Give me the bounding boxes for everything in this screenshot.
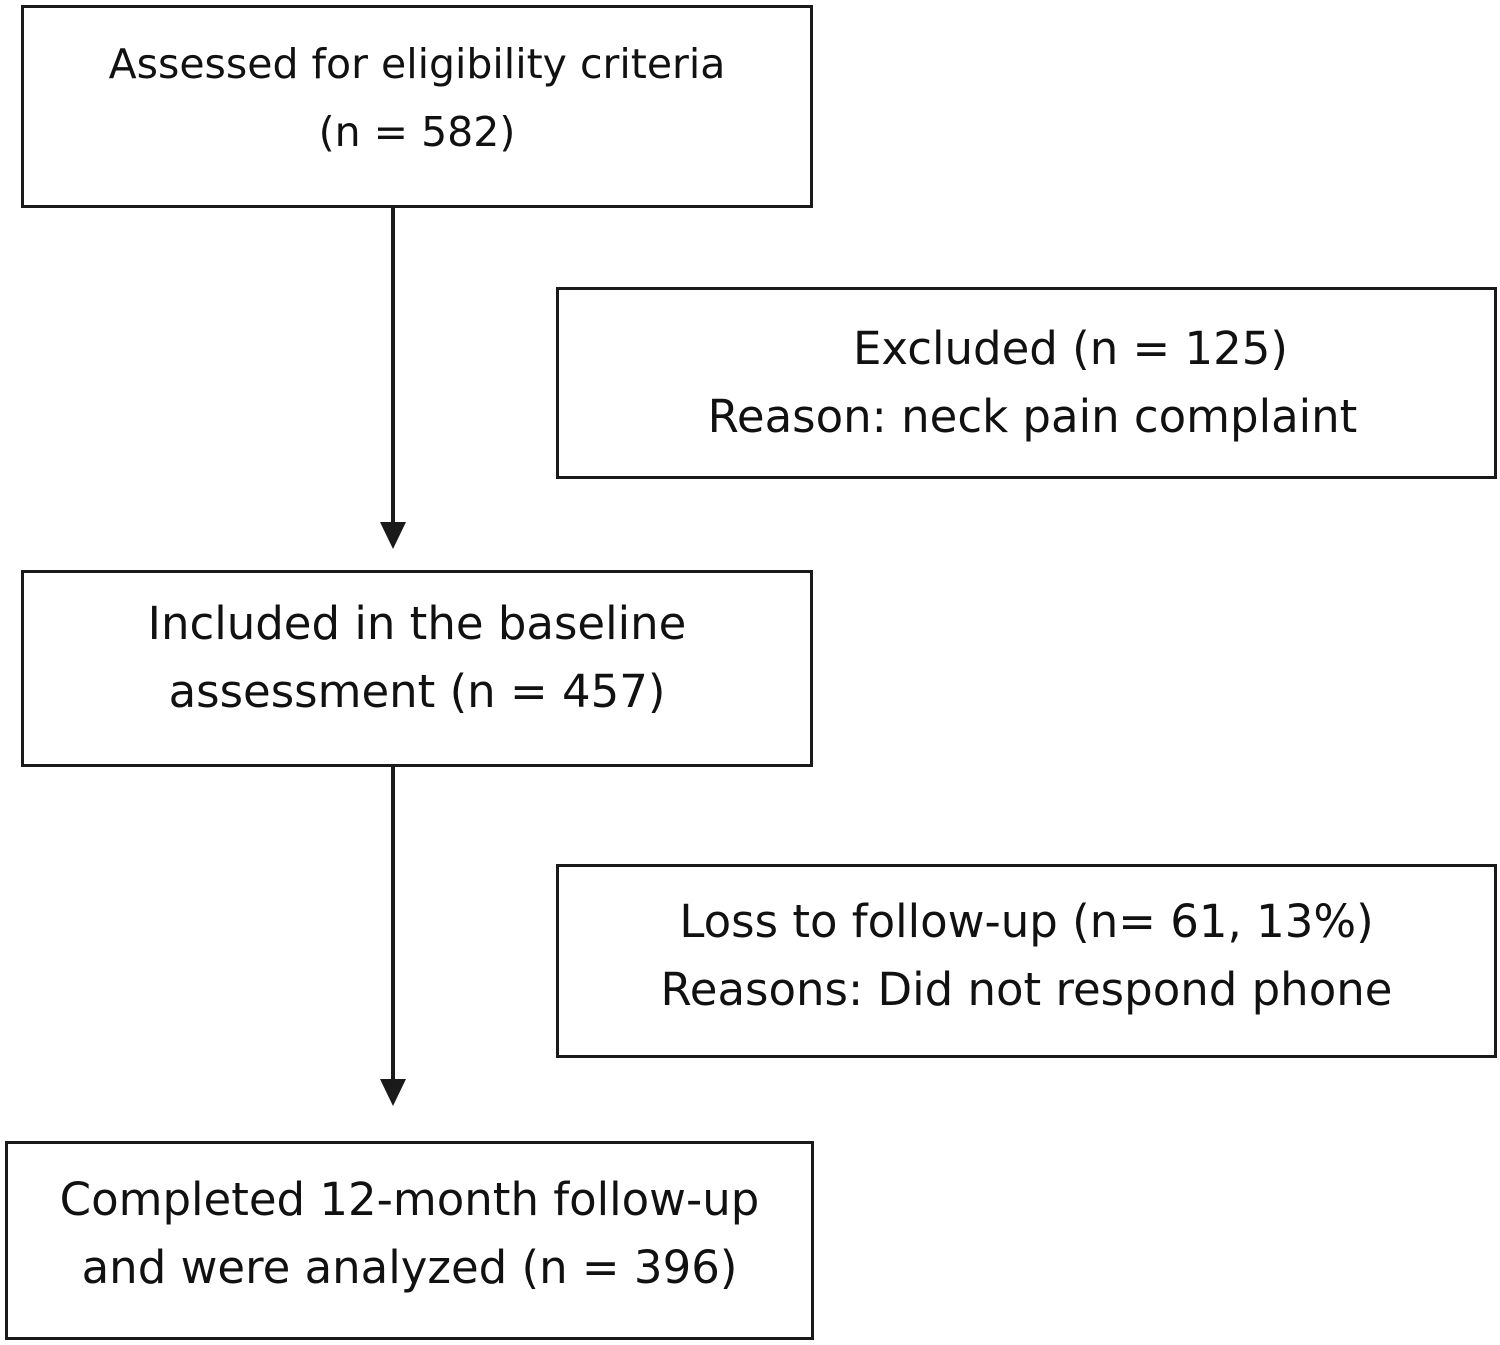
completed-box: Completed 12-month follow-up and were an… — [5, 1141, 814, 1340]
excluded-reason: Reason: neck pain complaint — [707, 390, 1358, 443]
excluded-box: Excluded (n = 125) Reason: neck pain com… — [556, 287, 1497, 479]
loss-to-follow-up-box: Loss to follow-up (n= 61, 13%) Reasons: … — [556, 864, 1497, 1058]
excluded-count: Excluded (n = 125) — [853, 322, 1288, 375]
arrow-included-to-completed — [380, 767, 406, 1106]
included-count: assessment (n = 457) — [168, 664, 666, 718]
loss-reason: Reasons: Did not respond phone — [660, 963, 1393, 1016]
arrow-head — [380, 522, 406, 549]
included-box: Included in the baseline assessment (n =… — [21, 570, 813, 767]
loss-count: Loss to follow-up (n= 61, 13%) — [679, 895, 1374, 948]
assessed-count: (n = 582) — [318, 107, 516, 156]
arrow-head — [380, 1079, 406, 1106]
assessed-label: Assessed for eligibility criteria — [108, 39, 726, 88]
assessed-box: Assessed for eligibility criteria (n = 5… — [21, 5, 813, 208]
included-label: Included in the baseline — [147, 596, 687, 650]
completed-count: and were analyzed (n = 396) — [81, 1240, 738, 1294]
arrow-assessed-to-included — [380, 208, 406, 549]
completed-label: Completed 12-month follow-up — [59, 1172, 760, 1226]
